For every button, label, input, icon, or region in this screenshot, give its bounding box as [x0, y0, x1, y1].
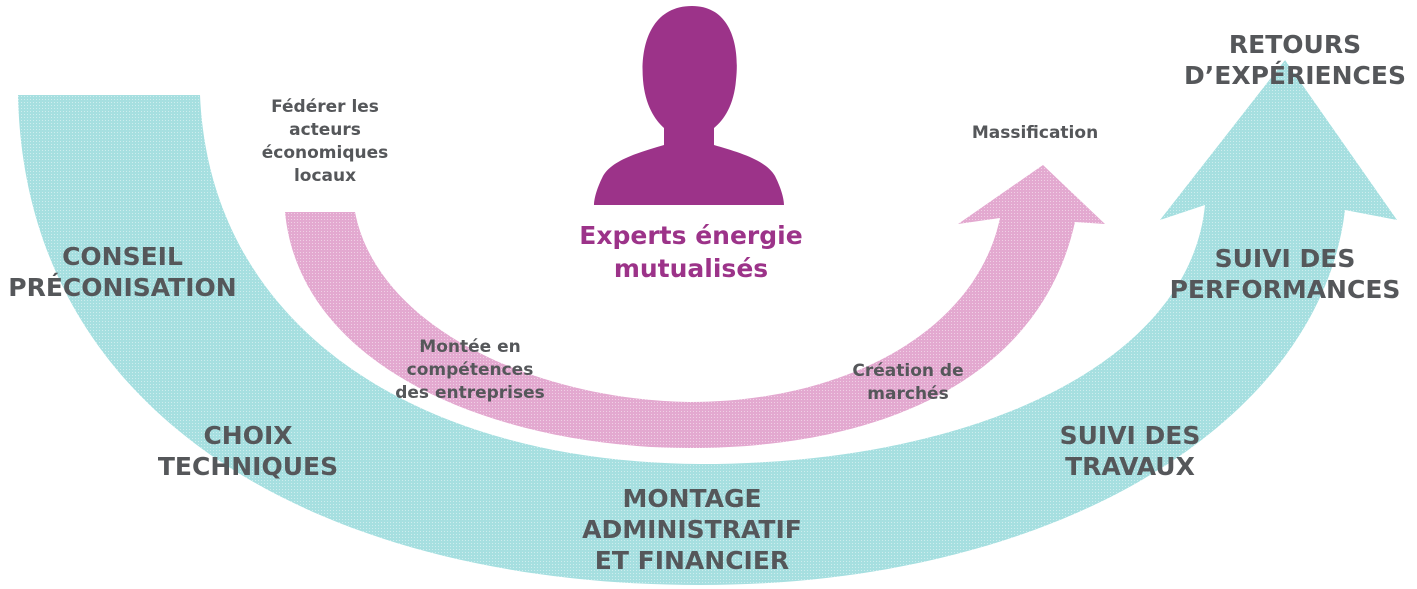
label-montage-administratif: MONTAGE ADMINISTRATIF ET FINANCIER [582, 484, 802, 575]
label-creation-marches: Création de marchés [852, 361, 964, 404]
label-conseil-preconisation: CONSEIL PRÉCONISATION [8, 242, 237, 302]
label-suivi-performances: SUIVI DES PERFORMANCES [1169, 244, 1401, 304]
label-suivi-travaux: SUIVI DES TRAVAUX [1059, 421, 1201, 481]
outer-process-arrow [18, 60, 1397, 585]
label-retours-experiences: RETOURS D’EXPÉRIENCES [1184, 30, 1406, 90]
label-choix-techniques: CHOIX TECHNIQUES [157, 421, 339, 481]
person-silhouette-icon [594, 6, 784, 205]
label-montee-competences: Montée en compétences des entreprises [395, 337, 545, 403]
inner-process-arrow [285, 165, 1105, 448]
center-title: Experts énergie mutualisés [579, 221, 803, 283]
label-federer-acteurs: Fédérer les acteurs économiques locaux [261, 97, 389, 186]
label-massification: Massification [971, 123, 1099, 143]
